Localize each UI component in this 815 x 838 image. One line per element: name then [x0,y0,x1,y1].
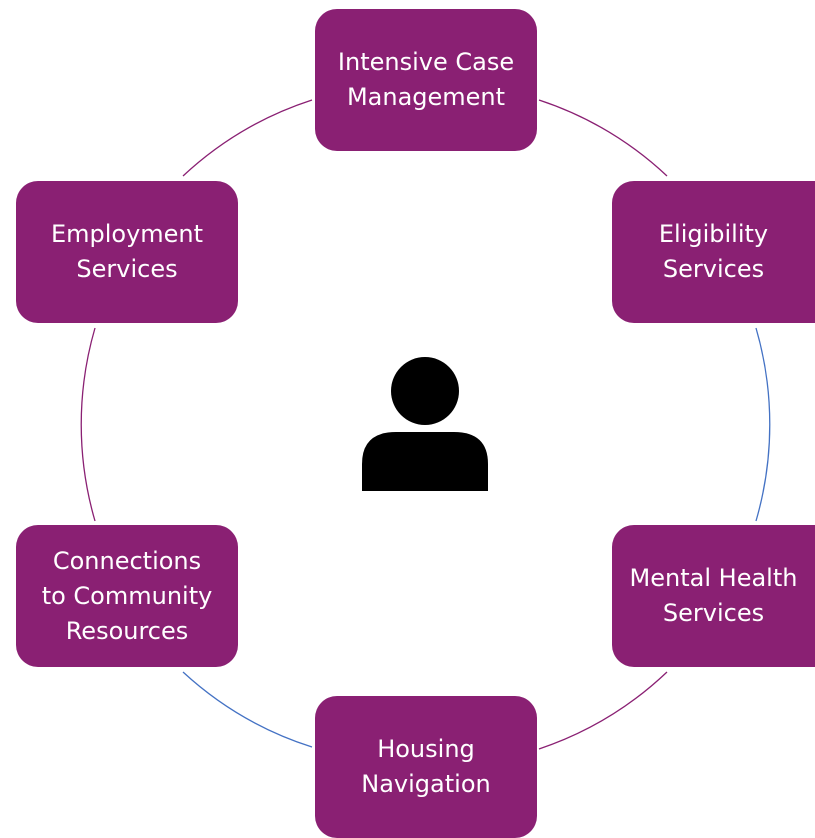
connector-bottom-to-lower-left [182,671,313,748]
person-head [391,357,459,425]
connector-lower-right-to-bottom [538,671,668,750]
person-icon [362,357,488,491]
connector-top-to-upper-right [538,99,668,177]
node-employment-services: Employment Services [16,181,238,323]
connector-lower-left-to-upper-left [80,327,96,522]
node-housing-navigation: Housing Navigation [315,696,537,838]
person-body [362,432,488,491]
connector-upper-right-to-lower-right [755,327,771,522]
node-mental-health-services: Mental Health Services [612,525,815,667]
node-intensive-case-management: Intensive Case Management [315,9,537,151]
node-eligibility-services: Eligibility Services [612,181,815,323]
node-connections-to-community-resources: Connections to Community Resources [16,525,238,667]
connector-upper-left-to-top [182,99,313,177]
